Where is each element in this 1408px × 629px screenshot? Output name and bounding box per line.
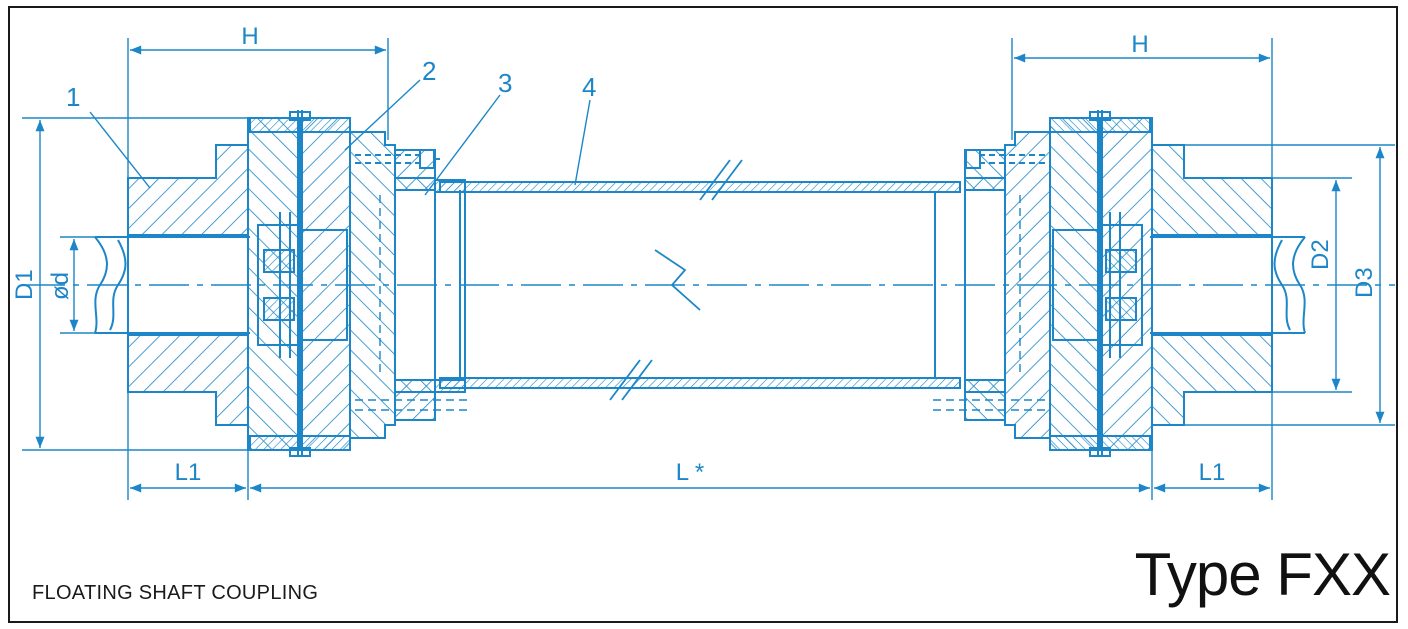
left-shaft — [94, 236, 250, 334]
label-phi-d: ød — [47, 272, 74, 300]
label-h-left: H — [241, 23, 258, 50]
label-part-3: 3 — [498, 68, 512, 98]
left-hidden-lines — [247, 195, 470, 411]
label-d2: D2 — [1307, 239, 1334, 270]
left-spacer — [349, 131, 466, 439]
label-part-2: 2 — [422, 56, 436, 86]
left-bolt — [355, 149, 440, 169]
right-assembly — [930, 110, 1306, 457]
type-label: Type FXX — [1134, 541, 1391, 608]
label-l1-left: L1 — [175, 459, 202, 486]
label-part-1: 1 — [66, 82, 80, 112]
left-seal-assembly — [257, 212, 348, 358]
label-l1-right: L1 — [1199, 459, 1226, 486]
dimension-lines — [22, 38, 1395, 500]
drawing-caption: FLOATING SHAFT COUPLING — [32, 582, 319, 604]
label-part-4: 4 — [582, 72, 596, 102]
label-h-right: H — [1131, 31, 1148, 58]
central-tube — [439, 159, 961, 401]
label-l-star: L * — [676, 459, 704, 486]
left-flange — [247, 110, 351, 457]
drawing-frame — [8, 6, 1398, 623]
label-d1: D1 — [11, 269, 38, 300]
label-d3: D3 — [1351, 267, 1378, 298]
